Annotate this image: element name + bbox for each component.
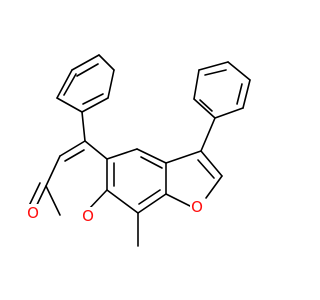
bond xyxy=(87,189,108,211)
bond xyxy=(140,156,163,169)
bond xyxy=(64,149,85,162)
bond xyxy=(56,69,73,99)
bond xyxy=(71,54,100,71)
bond xyxy=(82,93,104,105)
bonds xyxy=(27,54,251,247)
bond xyxy=(98,54,115,71)
bond xyxy=(76,63,99,77)
molecule-structure-diagram: O O O xyxy=(26,54,251,247)
bond xyxy=(136,148,167,164)
bond xyxy=(242,79,251,109)
atom-label-carbonyl-oxygen: O xyxy=(26,204,40,222)
bond xyxy=(197,159,215,179)
bond xyxy=(236,83,243,105)
atom-label-lactone-oxygen: O xyxy=(81,207,95,225)
oxygen-label: O xyxy=(27,204,39,222)
bond xyxy=(138,189,161,205)
atom-label-furan-oxygen: O xyxy=(190,198,204,216)
oxygen-label: O xyxy=(82,207,94,225)
bond xyxy=(204,69,227,76)
bond xyxy=(193,69,200,100)
bond xyxy=(107,69,115,99)
bond xyxy=(27,182,41,209)
bond xyxy=(165,193,191,207)
bond xyxy=(81,111,86,142)
bond xyxy=(193,98,216,119)
bond xyxy=(56,97,83,113)
bond xyxy=(45,155,61,187)
bond xyxy=(200,117,216,152)
bond xyxy=(165,150,202,164)
bond xyxy=(106,189,139,214)
bond xyxy=(45,185,61,216)
bond xyxy=(81,97,109,113)
bond xyxy=(205,175,223,199)
bond xyxy=(214,107,244,119)
bond xyxy=(106,148,138,160)
bond xyxy=(227,61,251,81)
bond xyxy=(200,150,223,177)
bond xyxy=(63,73,77,96)
bond xyxy=(84,140,108,160)
bond xyxy=(198,61,229,71)
oxygen-label: O xyxy=(191,198,203,216)
bond xyxy=(199,99,213,112)
bond xyxy=(137,193,167,214)
bond xyxy=(59,140,86,157)
